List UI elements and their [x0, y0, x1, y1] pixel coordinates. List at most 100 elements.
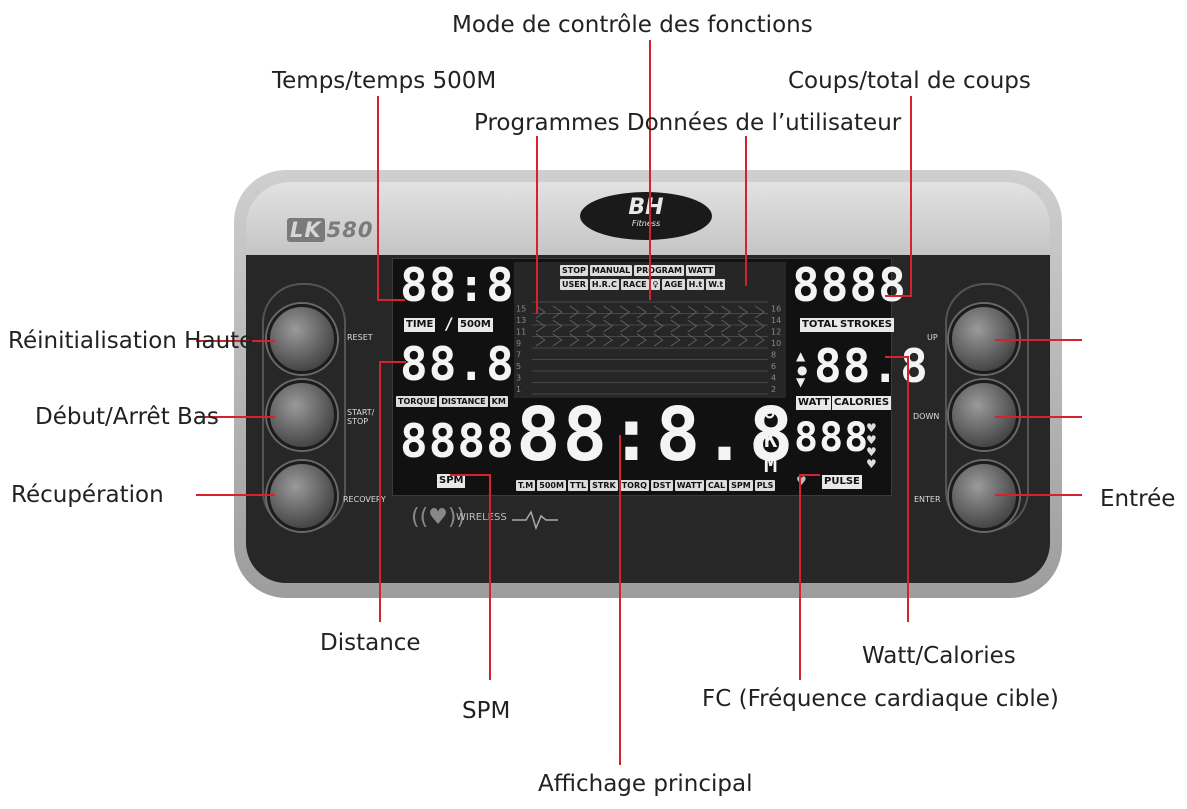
- grid-chevron: [738, 319, 748, 333]
- refresh-icon: ↻: [764, 402, 776, 423]
- grid-chevron: [754, 333, 765, 347]
- callout-distance: Distance: [320, 630, 421, 656]
- wireless-heart-icon: ((♥)): [411, 505, 466, 530]
- leader-distance: [379, 361, 406, 622]
- grid-chevron: [754, 305, 765, 319]
- pulse-wave-icon: [512, 510, 558, 530]
- distance-labels: TORQUE DISTANCE KM: [396, 396, 508, 407]
- grid-left-number: 1: [516, 385, 521, 394]
- tag-distance: DST: [650, 480, 673, 491]
- grid-left-number: 5: [516, 362, 521, 371]
- grid-chevron: [687, 305, 698, 319]
- callout-temps: Temps/temps 500M: [272, 68, 497, 94]
- user-label: USER: [560, 279, 588, 290]
- callout-affichage: Affichage principal: [538, 771, 753, 797]
- grid-chevron: [569, 333, 580, 347]
- grid-right-number: 4: [771, 374, 776, 383]
- grid-right-number: 10: [771, 339, 781, 348]
- grid-chevron: [687, 319, 698, 333]
- grid-chevron: [552, 333, 563, 347]
- grid-left-number: 7: [516, 351, 521, 360]
- grid-chevron: [670, 305, 681, 319]
- grid-chevron: [620, 305, 630, 319]
- recovery-button-label: RECOVERY: [343, 495, 386, 504]
- pulse-digits: 888: [794, 415, 870, 461]
- time-separator: /: [444, 314, 455, 333]
- model-badge-box: LK: [287, 218, 325, 242]
- grid-right-number: 14: [771, 316, 781, 325]
- start-stop-button[interactable]: [267, 380, 337, 450]
- main-unit-k: K: [764, 428, 779, 453]
- age-label: AGE: [662, 279, 685, 290]
- arrow-up-icon: ▲: [796, 349, 806, 363]
- grid-chevron: [636, 333, 647, 347]
- time-label: TIME: [404, 318, 436, 332]
- grid-chevron: [636, 319, 647, 333]
- grid-chevron: [552, 319, 563, 333]
- grid-chevron: [704, 333, 715, 347]
- grid-chevron: [535, 305, 546, 319]
- leader-watt: [885, 356, 909, 622]
- gender-label: ♀: [650, 279, 661, 290]
- torque-label: TORQUE: [396, 396, 438, 407]
- program-row-2: USER H.R.C RACE ♀ AGE H.t W.t: [560, 279, 726, 290]
- strokes-digits: 8888: [792, 258, 907, 312]
- grid-chevron: [552, 305, 563, 319]
- callout-spm: SPM: [462, 698, 511, 724]
- spm-digits: 8888: [400, 414, 515, 468]
- brand-subtitle: Fitness: [631, 219, 661, 228]
- program-label: PROGRAM: [634, 265, 684, 276]
- brand-name: BH: [628, 195, 664, 220]
- grid-chevron: [569, 319, 580, 333]
- grid-chevron: [603, 305, 613, 319]
- grid-chevron: [586, 305, 597, 319]
- grid-chevron: [704, 305, 715, 319]
- heart-icon: ♥: [796, 474, 807, 488]
- km-small-label: KM: [489, 396, 508, 407]
- callout-debut: Début/Arrêt Bas: [35, 404, 219, 430]
- stop-label: STOP: [560, 265, 588, 276]
- callout-watt: Watt/Calories: [862, 643, 1016, 669]
- down-button[interactable]: [949, 380, 1019, 450]
- grid-chevron: [653, 305, 664, 319]
- program-row-1: STOP MANUAL PROGRAM WATT: [560, 265, 716, 276]
- weight-label: W.t: [706, 279, 726, 290]
- grid-chevron: [603, 333, 613, 347]
- heart-zones-icon: ♥♥♥♥: [866, 421, 877, 471]
- grid-chevron: [653, 319, 664, 333]
- brand-logo: BH Fitness: [580, 192, 712, 240]
- tag-total: TTL: [567, 480, 589, 491]
- watt-label: WATT: [796, 396, 832, 410]
- grid-chevron: [653, 333, 664, 347]
- grid-chevron: [586, 319, 597, 333]
- tag-pulse: PLS: [754, 480, 776, 491]
- grid-chevron: [569, 305, 580, 319]
- grid-chevron: [620, 333, 630, 347]
- callout-fc: FC (Fréquence cardiaque cible): [702, 686, 1059, 712]
- distance-label: DISTANCE: [439, 396, 488, 407]
- callout-entree: Entrée: [1100, 486, 1176, 512]
- grid-right-number: 16: [771, 305, 781, 314]
- grid-right-number: 2: [771, 385, 776, 394]
- main-display-tags: T.M 500M TTL STRK TORQ DST WATT CAL SPM …: [516, 480, 776, 491]
- grid-left-number: 9: [516, 339, 521, 348]
- main-unit-m: M: [764, 453, 779, 478]
- grid-chevron: [603, 319, 613, 333]
- grid-chevron: [535, 333, 546, 347]
- reset-button[interactable]: [267, 304, 337, 374]
- grid-chevron: [670, 319, 681, 333]
- leader-coups: [885, 96, 912, 297]
- grid-chevron: [620, 319, 630, 333]
- hrc-label: H.R.C: [589, 279, 619, 290]
- manual-label: MANUAL: [589, 265, 633, 276]
- callout-programmes: Programmes Données de l’utilisateur: [474, 110, 902, 136]
- grid-chevron: [738, 305, 748, 319]
- grid-left-number: 15: [516, 305, 526, 314]
- grid-chevron: [586, 333, 597, 347]
- dot-icon: ●: [797, 363, 808, 377]
- tag-500m: 500M: [537, 480, 566, 491]
- callout-recup: Récupération: [11, 482, 164, 508]
